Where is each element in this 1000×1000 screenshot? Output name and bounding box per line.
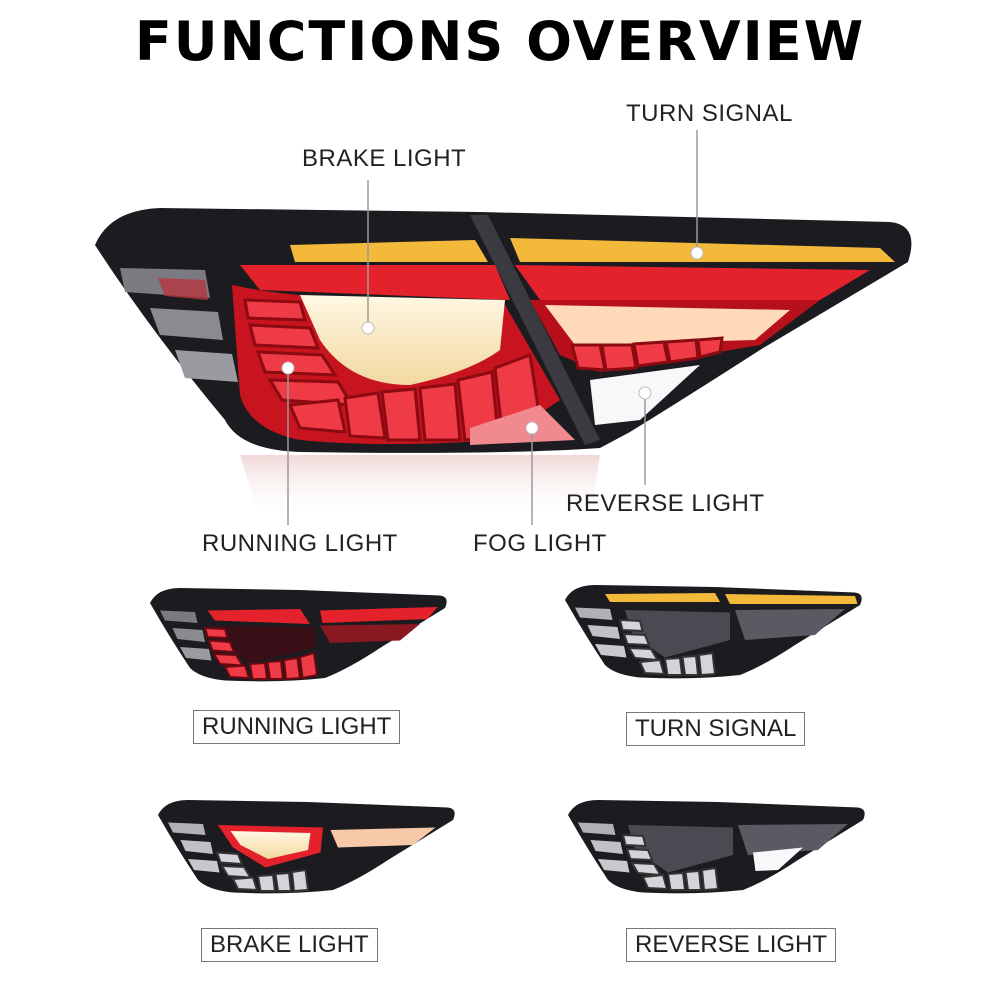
brake-light-center xyxy=(300,295,505,385)
turn-strip-left xyxy=(290,240,488,262)
mode-running-light-image xyxy=(150,588,447,682)
mode-label-brake-light: BRAKE LIGHT xyxy=(201,928,378,962)
running-light-fins xyxy=(243,298,542,442)
callout-fog-light: FOG LIGHT xyxy=(473,530,607,557)
mode-label-turn-signal: TURN SIGNAL xyxy=(626,712,806,746)
mode-label-reverse-light: REVERSE LIGHT xyxy=(626,928,837,962)
running-bar-left xyxy=(240,265,510,300)
running-bar-right xyxy=(515,265,870,300)
mode-reverse-light-image xyxy=(568,800,865,894)
callout-running-light: RUNNING LIGHT xyxy=(202,530,398,557)
main-tail-light xyxy=(95,130,912,525)
page-title: FUNCTIONS OVERVIEW xyxy=(134,10,866,73)
callout-turn-signal: TURN SIGNAL xyxy=(626,100,793,127)
fog-light xyxy=(470,405,575,445)
reverse-light-lit xyxy=(753,847,803,871)
callout-brake-light: BRAKE LIGHT xyxy=(302,145,467,172)
mode-turn-signal-image xyxy=(565,585,862,679)
callout-reverse-light: REVERSE LIGHT xyxy=(566,490,765,517)
mode-brake-light-image xyxy=(158,800,455,894)
mode-label-running-light: RUNNING LIGHT xyxy=(193,710,401,744)
brake-light-right xyxy=(545,305,790,345)
